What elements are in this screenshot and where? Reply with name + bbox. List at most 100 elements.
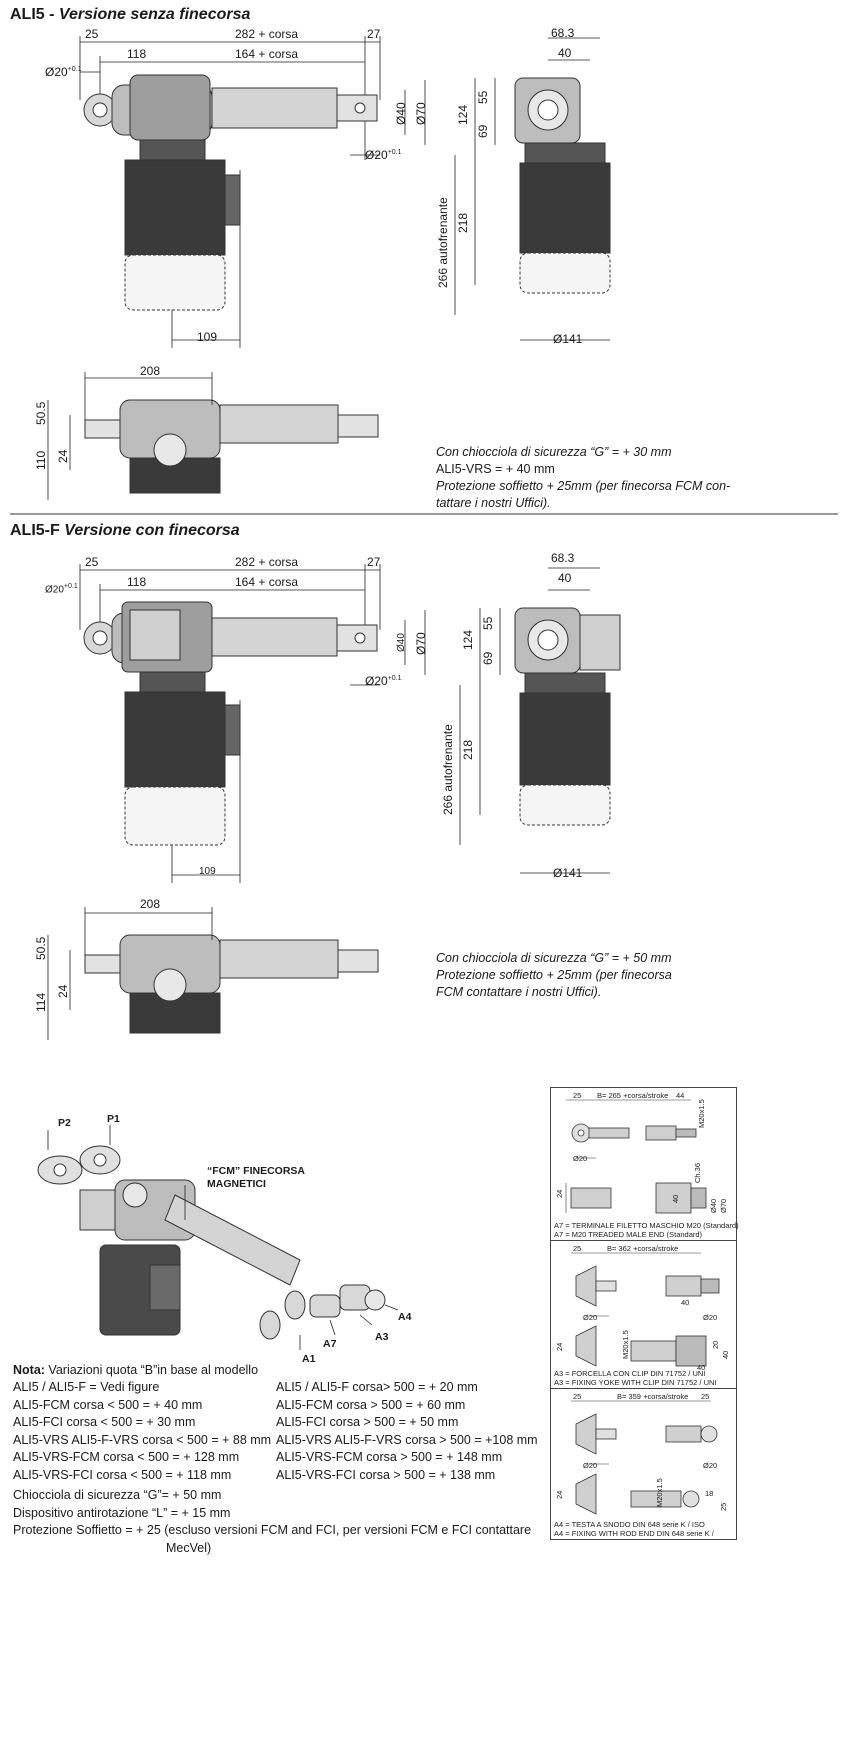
a3-dim-24: 24 xyxy=(555,1342,564,1351)
a7-dim-24: 24 xyxy=(555,1189,564,1198)
dim-24: 24 xyxy=(56,984,70,998)
dim-208: 208 xyxy=(140,897,161,911)
a3-dim-40c: 40 xyxy=(697,1363,706,1372)
actuator-side-view-1 xyxy=(83,74,378,311)
dim-d40: Ø40 xyxy=(394,102,408,125)
dim-55: 55 xyxy=(481,616,495,630)
variants-right-list: ALI5 / ALI5-F corsa> 500 = + 20 mm ALI5-… xyxy=(276,1379,546,1484)
a7-dim-40: 40 xyxy=(671,1194,680,1203)
dim-d141: Ø141 xyxy=(553,866,583,880)
a7-dim-44: 44 xyxy=(676,1091,685,1100)
note-line: Protezione soffietto + 25mm (per finecor… xyxy=(436,968,672,982)
dim-40-width: 40 xyxy=(558,571,572,585)
dim-118: 118 xyxy=(127,47,147,61)
dim-d20: Ø20+0.1 xyxy=(45,583,78,596)
variant-item: ALI5-VRS-FCI corsa > 500 = + 138 mm xyxy=(276,1467,496,1482)
variant-item: ALI5-VRS ALI5-F-VRS corsa > 500 = +108 m… xyxy=(276,1432,538,1447)
variant-item: ALI5-VRS ALI5-F-VRS corsa < 500 = + 88 m… xyxy=(13,1432,272,1447)
panel-a3: 25 B= 362 +corsa/stroke Ø20 Ø20 40 M20x1… xyxy=(550,1240,737,1390)
a4-dim-25c: 25 xyxy=(719,1502,728,1511)
section1-title: ALI5 - Versione senza finecorsa xyxy=(10,6,250,24)
actuator-side-view-2 xyxy=(83,601,378,846)
a7-dim-d20: Ø20 xyxy=(573,1154,588,1163)
a3-dim-d20: Ø20 xyxy=(583,1313,598,1322)
note-line: Con chiocciola di sicurezza “G” = + 50 m… xyxy=(436,951,672,965)
section1-notes: Con chiocciola di sicurezza “G” = + 30 m… xyxy=(436,444,736,512)
dim-218: 218 xyxy=(456,212,470,233)
dim-69: 69 xyxy=(476,124,490,138)
note-line: Protezione soffietto + 25mm (per finecor… xyxy=(436,479,731,493)
dim-d70: Ø70 xyxy=(414,632,428,655)
a3-dim-25: 25 xyxy=(573,1244,582,1253)
dim-d70: Ø70 xyxy=(414,102,428,125)
dim-266-autofrenante: 266 autofrenante xyxy=(436,197,450,288)
a4-dim-d20b: Ø20 xyxy=(703,1461,718,1470)
a3-dim-40b: 40 xyxy=(721,1350,730,1359)
a7-caption-1: A7 = TERMINALE FILETTO MASCHIO M20 (Stan… xyxy=(554,1221,739,1230)
a3-dim-b: B= 362 +corsa/stroke xyxy=(607,1244,679,1253)
section2-title: ALI5-F Versione con finecorsa xyxy=(10,522,240,540)
note-line: tattare i nostri Uffici). xyxy=(436,496,551,510)
dim-208: 208 xyxy=(140,364,161,378)
a3-dim-d20b: Ø20 xyxy=(703,1313,718,1322)
variant-item: ALI5-FCM corsa > 500 = + 60 mm xyxy=(276,1397,466,1412)
callout-p2: P2 xyxy=(58,1117,71,1129)
dim-55: 55 xyxy=(476,90,490,104)
section1-title-italic: Versione senza finecorsa xyxy=(58,6,251,23)
section-divider xyxy=(10,513,838,515)
dim-40-width: 40 xyxy=(558,46,572,60)
variants-extra-list: Chiocciola di sicurezza “G”= + 50 mm Dis… xyxy=(13,1487,543,1557)
a4-dim-24: 24 xyxy=(555,1490,564,1499)
a3-dim-40: 40 xyxy=(681,1298,690,1307)
actuator-front-view-1 xyxy=(514,77,611,294)
callout-a1: A1 xyxy=(302,1353,316,1365)
dim-d40: Ø40 xyxy=(396,633,407,652)
a4-caption-2: A4 = FIXING WITH ROD END DIN 648 serie K… xyxy=(554,1529,714,1538)
panel-a4: 25 B= 359 +corsa/stroke 25 Ø20 Ø20 M20x1… xyxy=(550,1388,737,1540)
a4-dim-25: 25 xyxy=(573,1392,582,1401)
dim-164-corsa: 164 + corsa xyxy=(235,47,299,61)
actuator-front-view-2 xyxy=(514,607,621,826)
variant-item: ALI5-FCI corsa > 500 = + 50 mm xyxy=(276,1415,459,1429)
a7-dim-ch36: Ch.36 xyxy=(693,1162,702,1183)
a4-dim-d20: Ø20 xyxy=(583,1461,598,1470)
panel-a7: 25 B= 265 +corsa/stroke 44 M20x1.5 Ø20 2… xyxy=(550,1087,739,1242)
variants-note-heading: Nota: Variazioni quota “B”in base al mod… xyxy=(13,1362,258,1380)
dim-24: 24 xyxy=(56,449,70,463)
a7-caption-2: A7 = M20 TREADED MALE END (Standard) xyxy=(554,1230,703,1239)
dim-69: 69 xyxy=(481,651,495,665)
a7-dim-25: 25 xyxy=(573,1091,582,1100)
dim-25: 25 xyxy=(85,555,99,569)
dim-27: 27 xyxy=(367,27,381,41)
dim-218: 218 xyxy=(461,739,475,760)
variant-extra-item: Protezione Soffietto = + 25 (escluso ver… xyxy=(13,1523,532,1537)
variant-extra-item: MecVel) xyxy=(166,1540,212,1555)
note-line: FCM contattare i nostri Uffici). xyxy=(436,985,602,999)
section2-notes: Con chiocciola di sicurezza “G” = + 50 m… xyxy=(436,950,736,1001)
dim-25: 25 xyxy=(85,27,99,41)
panel-a3-drawing xyxy=(571,1252,720,1367)
a4-dim-25b: 25 xyxy=(701,1392,710,1401)
dim-282-corsa: 282 + corsa xyxy=(235,555,299,569)
dim-118: 118 xyxy=(127,575,147,589)
dim-114: 114 xyxy=(34,992,48,1012)
dim-110: 110 xyxy=(34,450,48,470)
dim-282-corsa: 282 + corsa xyxy=(235,27,299,41)
a7-dim-b: B= 265 +corsa/stroke xyxy=(597,1091,669,1100)
panel-a4-drawing xyxy=(571,1400,718,1515)
nota-bold: Nota: xyxy=(13,1363,45,1377)
callout-fcm-line1: “FCM” FINECORSA xyxy=(207,1165,305,1177)
dim-50-5: 50.5 xyxy=(34,401,48,425)
callout-a4: A4 xyxy=(398,1311,412,1323)
callout-p1: P1 xyxy=(107,1113,120,1125)
section1-title-code: ALI5 - xyxy=(10,6,55,23)
dim-d141: Ø141 xyxy=(553,332,583,346)
variant-item: ALI5 / ALI5-F corsa> 500 = + 20 mm xyxy=(276,1380,478,1394)
dim-266-autofrenante: 266 autofrenante xyxy=(441,724,455,815)
dim-d20-b: Ø20+0.1 xyxy=(365,674,402,688)
note-line: Con chiocciola di sicurezza “G” = + 30 m… xyxy=(436,445,672,459)
variant-item: ALI5-FCM corsa < 500 = + 40 mm xyxy=(13,1397,203,1412)
actuator-top-view-1 xyxy=(84,399,379,494)
a4-caption-1: A4 = TESTA A SNODO DIN 648 serie K / ISO xyxy=(554,1520,705,1529)
a7-dim-d70: Ø70 xyxy=(719,1198,728,1213)
